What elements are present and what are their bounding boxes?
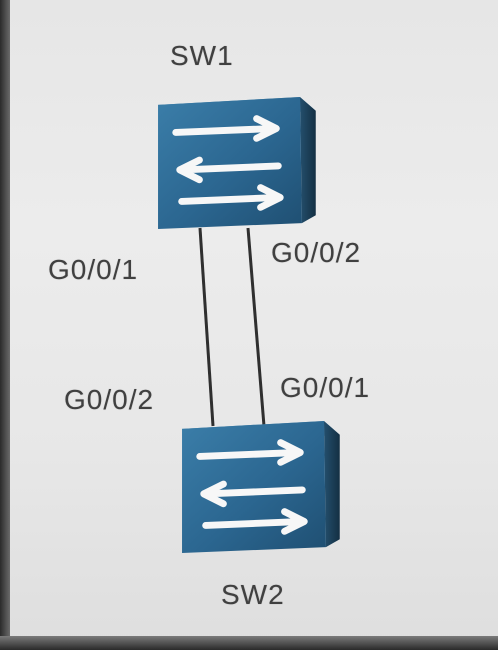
link-sw1-g001-to-sw2-g002 bbox=[198, 227, 215, 427]
switch-label-sw2: SW2 bbox=[221, 579, 285, 610]
switch-icon bbox=[182, 421, 340, 553]
sw1-port-label-left: G0/0/1 bbox=[48, 254, 139, 285]
screen-bottom-edge bbox=[0, 636, 498, 650]
screen-left-edge bbox=[0, 0, 10, 650]
sw2-port-label-right: G0/0/1 bbox=[280, 372, 371, 403]
sw1-port-label-right: G0/0/2 bbox=[271, 237, 362, 268]
link-sw1-g002-to-sw2-g001 bbox=[246, 227, 266, 427]
switch-icon bbox=[158, 97, 316, 229]
sw2-port-label-left: G0/0/2 bbox=[64, 384, 155, 415]
switch-label-sw1: SW1 bbox=[170, 40, 234, 71]
